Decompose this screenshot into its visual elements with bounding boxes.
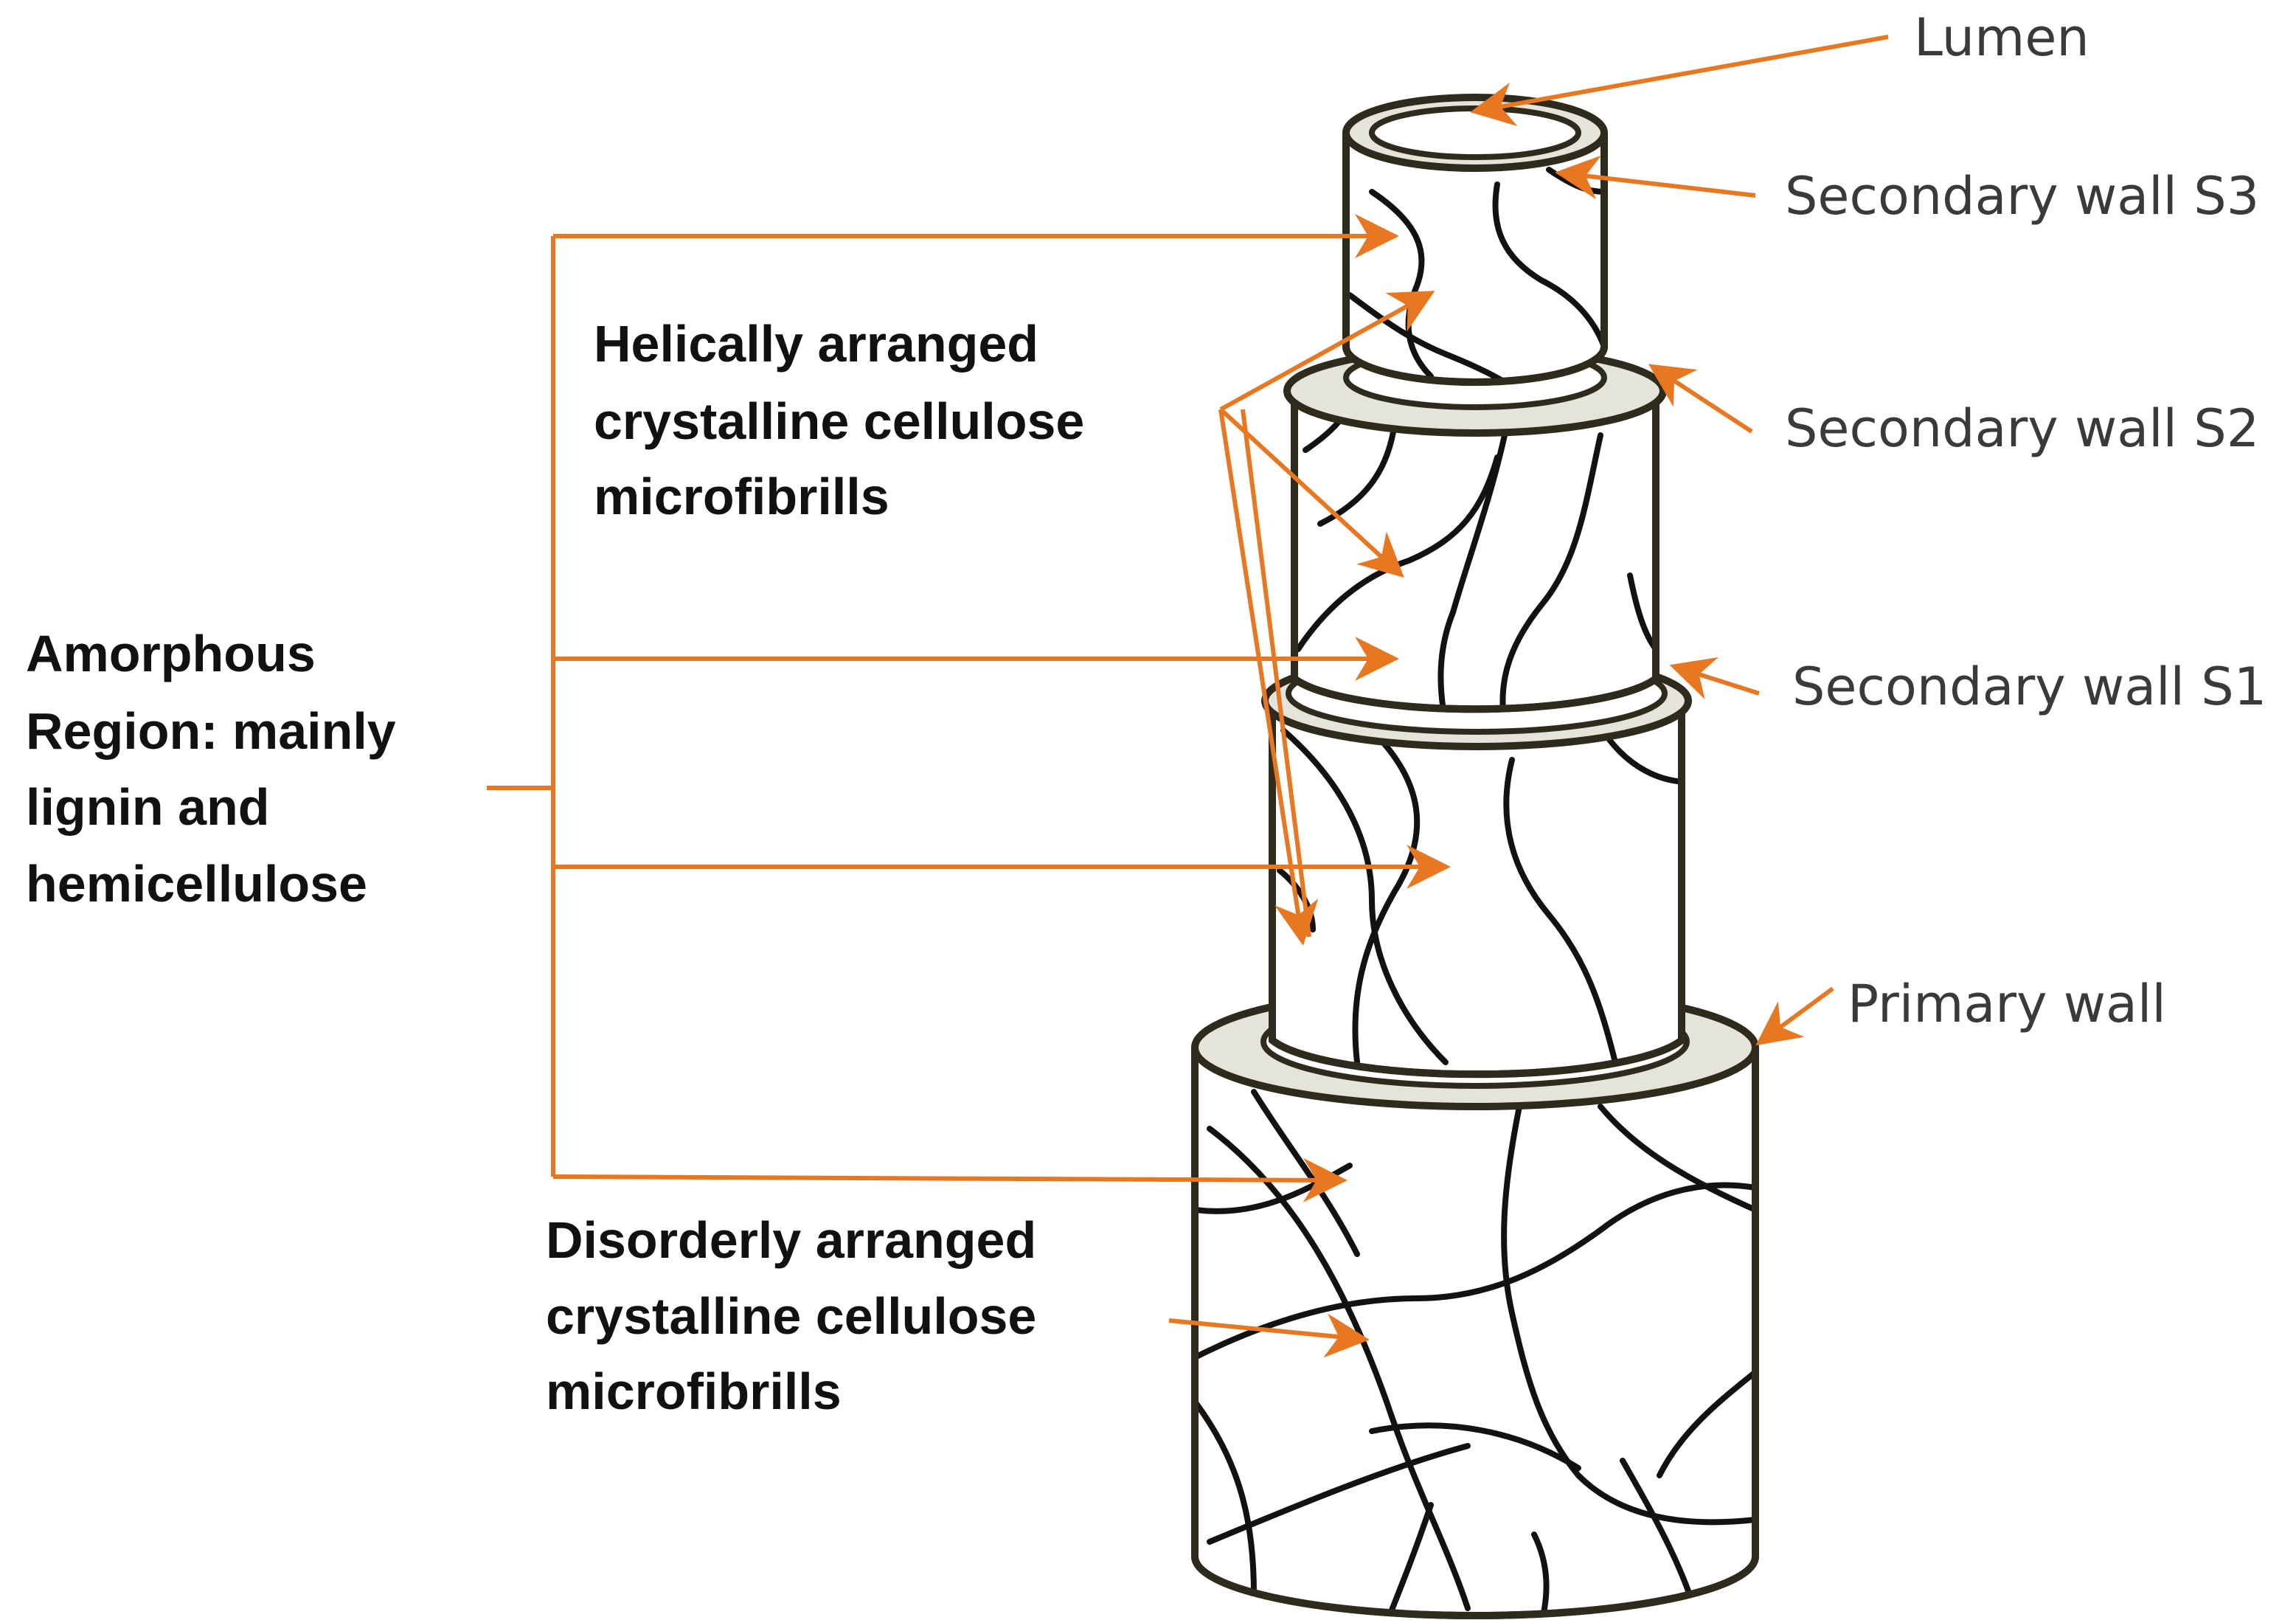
arrow-s2 [1648,364,1753,434]
label-disorderly-line-3: microfibrills [546,1363,842,1420]
helical-arrows [1218,291,1435,946]
label-arrows [1470,35,1889,1046]
arrow-primary [1755,986,1834,1046]
arrow-lumen [1470,35,1889,127]
label-amorphous-line-1: Amorphous [26,625,316,682]
label-amorphous-line-2: Region: mainly [26,702,396,760]
label-helical-line-2: crystalline cellulose [594,392,1084,450]
label-amorphous-line-4: hemicellulose [26,855,367,913]
label-secondary-wall-s2: Secondary wall S2 [1785,398,2259,459]
secondary-wall-s3-cylinder [1342,94,1608,386]
label-helical: Helically arranged crystalline cellulose… [594,315,1084,525]
label-secondary-wall-s3: Secondary wall S3 [1785,166,2259,226]
label-secondary-wall-s1: Secondary wall S1 [1792,657,2266,717]
arrow-s1 [1669,657,1760,700]
primary-wall-cylinder [1191,985,1759,1619]
label-helical-line-1: Helically arranged [594,315,1038,373]
secondary-wall-s1-cylinder [1261,651,1692,1079]
lumen-opening [1369,105,1581,160]
arrow-s3 [1555,155,1756,200]
disorderly-arrow [1168,1313,1370,1358]
label-amorphous: Amorphous Region: mainly lignin and hemi… [26,625,396,913]
label-disorderly-line-1: Disorderly arranged [546,1211,1036,1269]
label-lumen: Lumen [1914,7,2089,68]
secondary-wall-s2-cylinder [1283,345,1667,713]
label-disorderly: Disorderly arranged crystalline cellulos… [546,1211,1036,1420]
amorphous-bracket [487,214,1451,1202]
label-helical-line-3: microfibrills [594,468,889,525]
label-primary-wall: Primary wall [1848,974,2166,1034]
label-disorderly-line-2: crystalline cellulose [546,1287,1036,1345]
label-amorphous-line-3: lignin and [26,778,270,836]
